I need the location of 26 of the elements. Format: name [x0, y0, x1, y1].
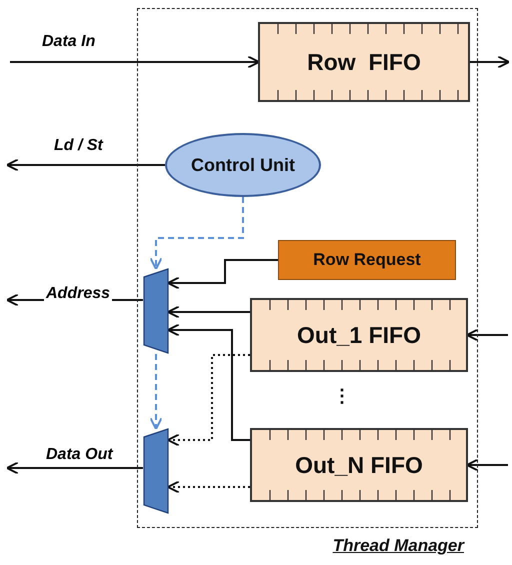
fifo-box [250, 428, 468, 502]
arrow [10, 56, 260, 68]
node-label: Row Request [313, 250, 421, 270]
arrow [166, 354, 250, 446]
arrow [166, 324, 250, 441]
node-label: Out_N FIFO [295, 452, 423, 478]
arrow [6, 462, 143, 474]
node-label: Out_1 FIFO [297, 322, 421, 348]
edge-label: Address [44, 285, 112, 303]
node-label: Row FIFO [307, 48, 421, 76]
arrow [470, 56, 510, 68]
arrow [166, 306, 250, 318]
arrow [166, 480, 250, 494]
arrow [166, 259, 278, 290]
fifo-box [258, 22, 470, 102]
group-title: Thread Manager [332, 536, 464, 556]
arrow [466, 328, 508, 342]
arrow [150, 197, 244, 270]
arrow [6, 294, 143, 306]
arrow [150, 354, 162, 430]
fifo-box [250, 298, 468, 372]
arrow [6, 158, 165, 172]
node-label: Control Unit [191, 154, 295, 176]
ellipsis-mark: ⋮ [333, 385, 351, 407]
arrow [466, 458, 508, 472]
process-box [278, 240, 456, 280]
